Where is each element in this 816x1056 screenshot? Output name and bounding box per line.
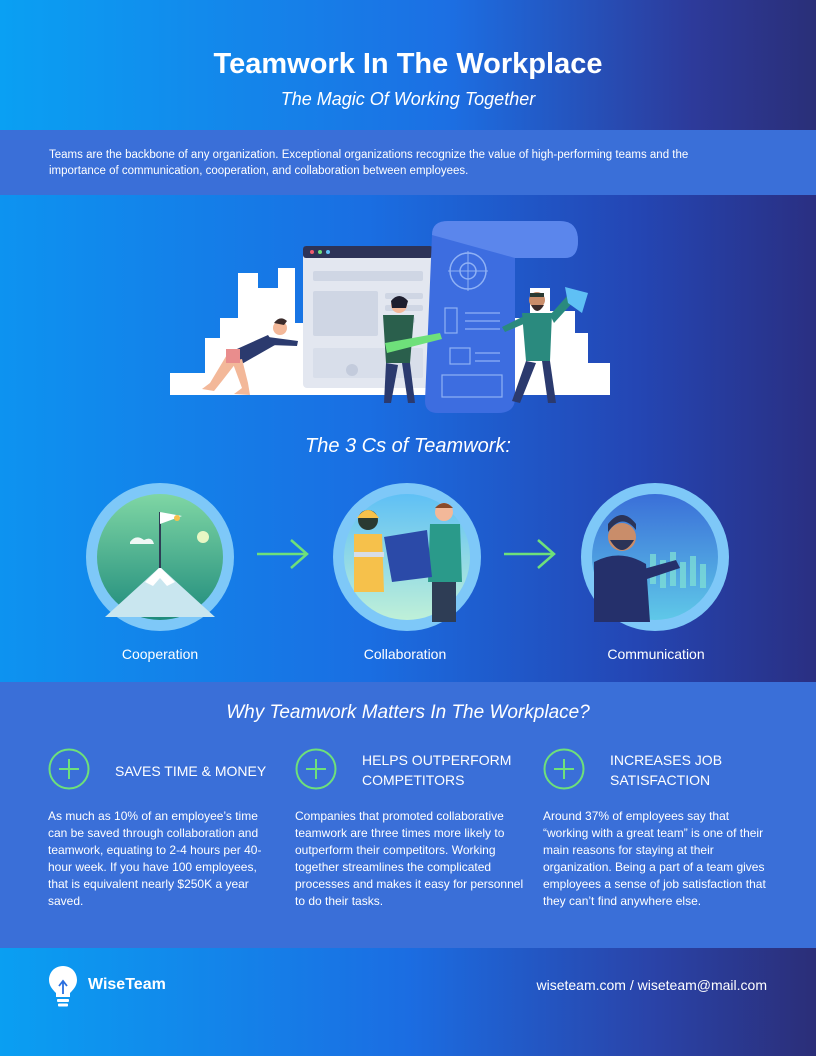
plus-circle-icon [543,748,585,790]
benefit-text: As much as 10% of an employee’s time can… [48,809,262,908]
page-title: Teamwork In The Workplace [213,48,603,80]
header: Teamwork In The Workplace The Magic Of W… [0,0,816,130]
arrow-right-icon [257,539,309,569]
communication-label: Communication [607,646,705,662]
why-section: Why Teamwork Matters In The Workplace? S… [0,682,816,948]
teamwork-section: The 3 Cs of Teamwork: [0,195,816,823]
page-subtitle: The Magic Of Working Together [280,89,536,109]
footer: WiseTeam wiseteam.com / wiseteam@mail.co… [0,948,816,1056]
three-cs-heading: The 3 Cs of Teamwork: [304,435,511,457]
cooperation-label: Cooperation [121,646,199,662]
lightbulb-icon [49,966,77,1007]
intro-section: Teams are the backbone of any organizati… [0,130,816,195]
plus-circle-icon [48,748,90,790]
benefit-text: Around 37% of employees say that “workin… [543,809,766,908]
why-heading: Why Teamwork Matters In The Workplace? [226,702,590,723]
plus-circle-icon [295,748,337,790]
benefit-text: Companies that promoted collaborative te… [295,809,524,908]
intro-text: Teams are the backbone of any organizati… [49,149,689,177]
brand-name: WiseTeam [88,976,166,993]
collaboration-label: Collaboration [363,646,447,662]
cooperation-illustration [86,483,234,631]
benefit-title: HELPS OUTPERFORM COMPETITORS [362,752,512,788]
communication-illustration [581,483,729,631]
benefit-title: INCREASES JOB SATISFACTION [610,752,723,788]
benefit-title: SAVES TIME & MONEY [115,763,267,779]
arrow-right-icon [504,539,556,569]
contact-info: wiseteam.com / wiseteam@mail.com [536,977,768,993]
teamwork-illustration [170,221,610,413]
collaboration-illustration [333,483,481,631]
